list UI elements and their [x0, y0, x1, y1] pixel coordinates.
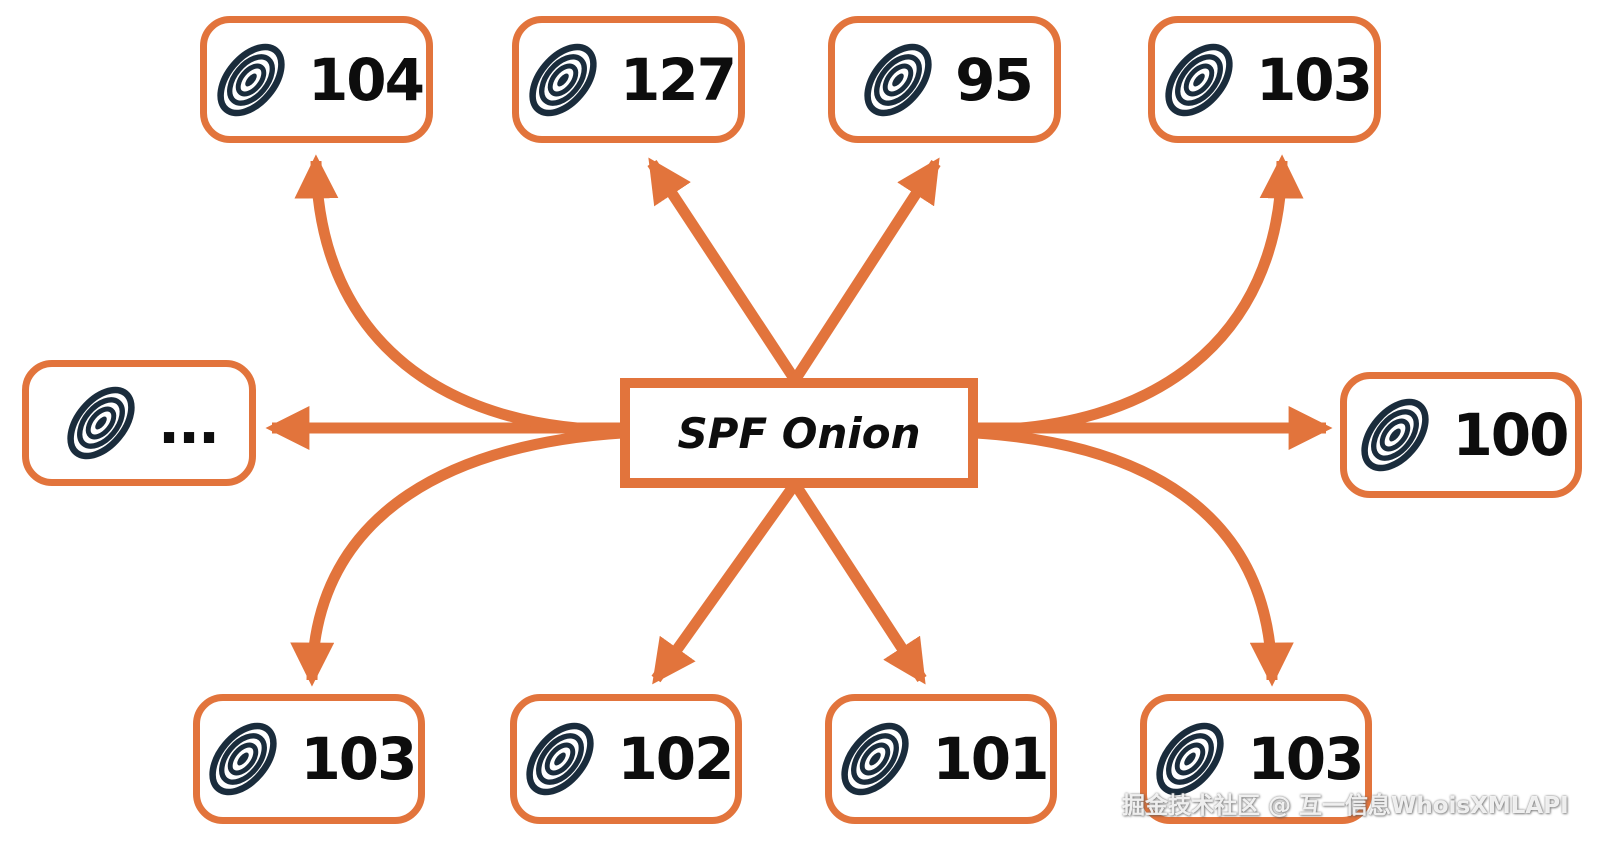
node-top-1: 104 — [200, 16, 433, 143]
node-bot-4: 103 — [1140, 694, 1372, 824]
node-mid-right: 100 — [1340, 372, 1582, 498]
onion-icon — [857, 28, 939, 132]
edge-center-to-bot-2 — [651, 480, 800, 685]
edge-center-to-bot-3 — [790, 480, 927, 685]
node-label: 103 — [300, 725, 417, 793]
onion-icon — [1158, 28, 1240, 132]
edge-center-to-top-1 — [294, 154, 623, 436]
onion-icon — [834, 707, 916, 811]
node-bot-1: 103 — [193, 694, 425, 824]
center-node-spf-onion: SPF Onion — [620, 378, 978, 488]
node-bot-2: 102 — [510, 694, 742, 824]
node-label: 101 — [932, 725, 1049, 793]
node-top-3: 95 — [828, 16, 1061, 143]
edge-center-to-bot-4 — [975, 427, 1294, 687]
center-node-label: SPF Onion — [677, 408, 921, 458]
node-label: 127 — [619, 45, 737, 114]
node-top-2: 127 — [512, 16, 745, 143]
node-label: ... — [157, 389, 220, 457]
node-label: 100 — [1452, 401, 1569, 469]
onion-icon — [60, 371, 142, 475]
edge-center-to-bot-1 — [290, 427, 623, 687]
node-label: 102 — [617, 725, 734, 793]
node-label: 103 — [1247, 725, 1364, 793]
edge-center-to-top-4 — [975, 154, 1304, 436]
watermark-text: 掘金技术社区 @ 互一信息WhoisXMLAPI — [1122, 793, 1569, 819]
node-bot-3: 101 — [825, 694, 1057, 824]
onion-icon — [210, 28, 292, 132]
node-label: 95 — [955, 45, 1034, 114]
edge-center-to-top-3 — [790, 157, 941, 383]
onion-icon — [1354, 383, 1436, 487]
node-mid-left: ... — [22, 360, 256, 486]
node-top-4: 103 — [1148, 16, 1381, 143]
node-label: 104 — [307, 45, 425, 114]
edge-center-to-top-2 — [647, 157, 800, 384]
onion-icon — [519, 707, 601, 811]
onion-icon — [202, 707, 284, 811]
node-label: 103 — [1255, 45, 1373, 114]
onion-icon — [522, 28, 604, 132]
